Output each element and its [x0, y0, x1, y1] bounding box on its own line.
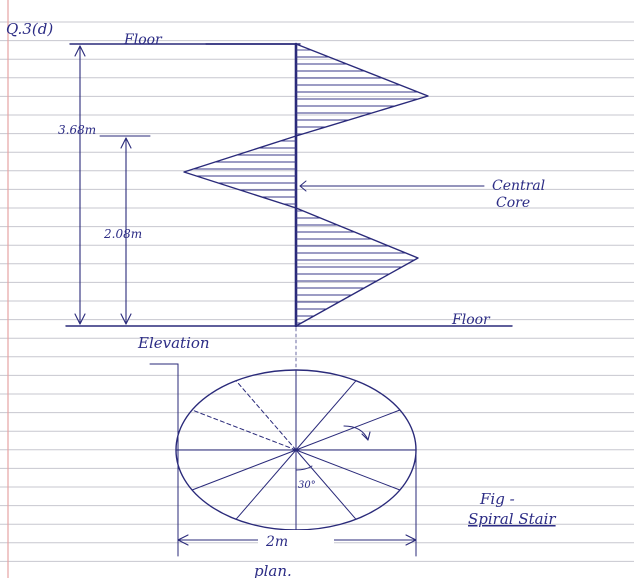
tread-radial-lines: [175, 369, 417, 531]
angle-arc: [295, 465, 313, 471]
core-leader-arrow: [299, 180, 307, 192]
overall-height-arrow-top: [74, 45, 86, 57]
lower-height-arrow-top: [120, 137, 132, 149]
tread-radial-line: [235, 380, 297, 451]
figure-caption-line1: Fig -: [479, 490, 515, 508]
tread-radial-line: [295, 380, 357, 451]
core-label-line1: Central: [492, 178, 545, 194]
overall-height-label: 3.68m: [58, 123, 96, 137]
tread-radial-line: [191, 409, 297, 451]
angle-label: 30°: [298, 480, 316, 491]
tread-radial-line: [295, 449, 401, 491]
tread-radial-line: [191, 449, 297, 491]
plan-view: 30° 2m plan.: [149, 363, 417, 578]
direction-arrow-head: [361, 431, 371, 441]
diameter-label-gap: [258, 530, 334, 550]
question-label: Q.3(d): [6, 20, 53, 38]
page-ruling: [0, 21, 634, 562]
lower-height-label: 2.08m: [103, 227, 142, 241]
diameter-arrow-left: [177, 534, 189, 546]
tread-radial-line: [235, 449, 297, 520]
elevation-view-label: Elevation: [137, 334, 210, 352]
floor-top-label: Floor: [123, 32, 163, 48]
diameter-arrow-right: [405, 534, 417, 546]
direction-arrow: [343, 425, 369, 441]
diameter-label: 2m: [265, 534, 288, 550]
plan-view-label: plan.: [254, 562, 292, 578]
floor-bottom-label: Floor: [451, 312, 491, 328]
tread-radial-line: [295, 449, 357, 520]
elevation-view: Floor Floor Central Core 3.68m 2.08m Ele…: [58, 32, 545, 352]
tread-hatching: [193, 49, 419, 324]
core-label-line2: Core: [496, 195, 530, 211]
figure-caption-line2: Spiral Stair: [468, 510, 556, 528]
overall-height-arrow-bottom: [74, 313, 86, 325]
stair-outline: [183, 43, 429, 327]
lower-height-arrow-bottom: [120, 313, 132, 325]
tread-radial-line: [295, 409, 401, 451]
